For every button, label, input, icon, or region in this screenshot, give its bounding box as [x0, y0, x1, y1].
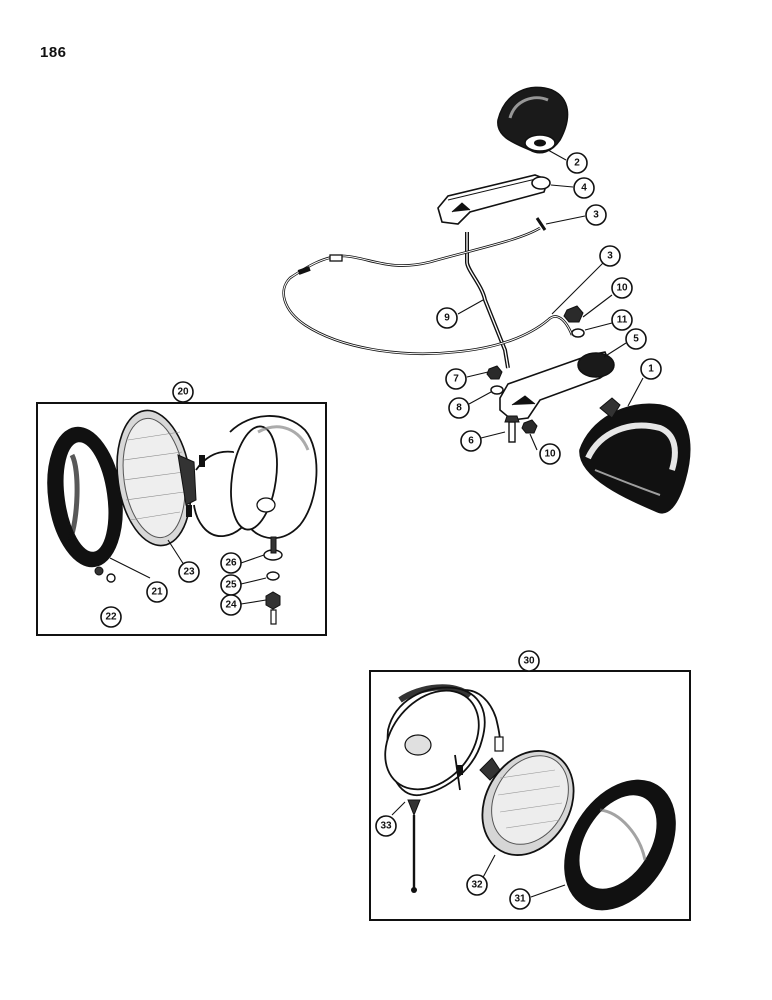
svg-text:31: 31 — [514, 894, 526, 905]
nut-lower — [521, 419, 538, 434]
nut-left — [486, 365, 503, 380]
callout-8: 8 — [448, 397, 470, 419]
svg-text:11: 11 — [617, 315, 628, 326]
callout-9: 9 — [436, 307, 458, 329]
callout-32: 32 — [466, 874, 488, 896]
svg-text:33: 33 — [380, 821, 392, 832]
callout-25: 25 — [220, 574, 242, 596]
nut-upper — [563, 305, 584, 323]
upper-mounting-bracket — [437, 174, 551, 225]
callout-7: 7 — [445, 368, 467, 390]
svg-text:7: 7 — [453, 374, 459, 385]
stud-26 — [263, 536, 283, 561]
svg-text:3: 3 — [607, 251, 613, 262]
callout-23: 23 — [178, 561, 200, 583]
retaining-ring-31 — [564, 779, 676, 911]
svg-text:10: 10 — [616, 283, 628, 294]
callout-30: 30 — [518, 650, 540, 672]
wire-terminal-upper — [535, 217, 547, 231]
callout-24: 24 — [220, 594, 242, 616]
svg-text:23: 23 — [183, 567, 195, 578]
page-number: 186 — [40, 44, 67, 61]
svg-text:21: 21 — [151, 587, 163, 598]
detail-box-20 — [36, 402, 327, 636]
svg-text:9: 9 — [444, 313, 450, 324]
svg-text:32: 32 — [471, 880, 483, 891]
svg-text:4: 4 — [581, 183, 587, 194]
mounting-bolt — [504, 415, 520, 443]
svg-text:3: 3 — [593, 210, 599, 221]
svg-text:30: 30 — [523, 656, 535, 667]
svg-text:5: 5 — [633, 334, 639, 345]
callout-11: 11 — [611, 309, 633, 331]
support-rod — [465, 232, 510, 369]
callout-22: 22 — [100, 606, 122, 628]
svg-text:24: 24 — [225, 600, 237, 611]
ring-screw-22 — [94, 566, 116, 583]
lock-washer-left — [490, 385, 504, 395]
sealed-beam-lamp-23 — [116, 409, 197, 547]
lamp-shell-33 — [384, 684, 486, 893]
callout-4: 4 — [573, 177, 595, 199]
lamp-shell-20 — [229, 415, 318, 540]
callout-21: 21 — [146, 581, 168, 603]
lower-mounting-bracket — [499, 351, 615, 421]
retaining-ring-21 — [47, 426, 123, 568]
callout-31: 31 — [509, 888, 531, 910]
callout-10-upper: 10 — [611, 277, 633, 299]
callout-10-lower: 10 — [539, 443, 561, 465]
nut-24 — [265, 591, 281, 625]
lock-washer-upper — [571, 328, 585, 338]
callout-3-lower: 3 — [599, 245, 621, 267]
svg-text:1: 1 — [648, 364, 654, 375]
lamp-housing-small — [497, 86, 569, 154]
svg-text:8: 8 — [456, 403, 462, 414]
wire-leads-30 — [454, 689, 504, 791]
lock-washer-25 — [266, 571, 280, 581]
svg-text:26: 26 — [225, 558, 237, 569]
wiring-harness — [282, 226, 574, 355]
callout-3-upper: 3 — [585, 204, 607, 226]
callout-33: 33 — [375, 815, 397, 837]
leader-lines — [109, 149, 644, 898]
callout-6: 6 — [460, 430, 482, 452]
callout-5: 5 — [625, 328, 647, 350]
headlamp-housing-large — [579, 397, 691, 514]
callout-1: 1 — [640, 358, 662, 380]
svg-text:22: 22 — [105, 612, 117, 623]
callout-20: 20 — [172, 381, 194, 403]
callout-26: 26 — [220, 552, 242, 574]
svg-text:10: 10 — [544, 449, 556, 460]
svg-text:2: 2 — [574, 158, 580, 169]
sealed-beam-lamp-32 — [479, 750, 575, 856]
svg-text:20: 20 — [177, 387, 189, 398]
svg-text:25: 25 — [225, 580, 237, 591]
svg-text:6: 6 — [468, 436, 474, 447]
callout-2: 2 — [566, 152, 588, 174]
